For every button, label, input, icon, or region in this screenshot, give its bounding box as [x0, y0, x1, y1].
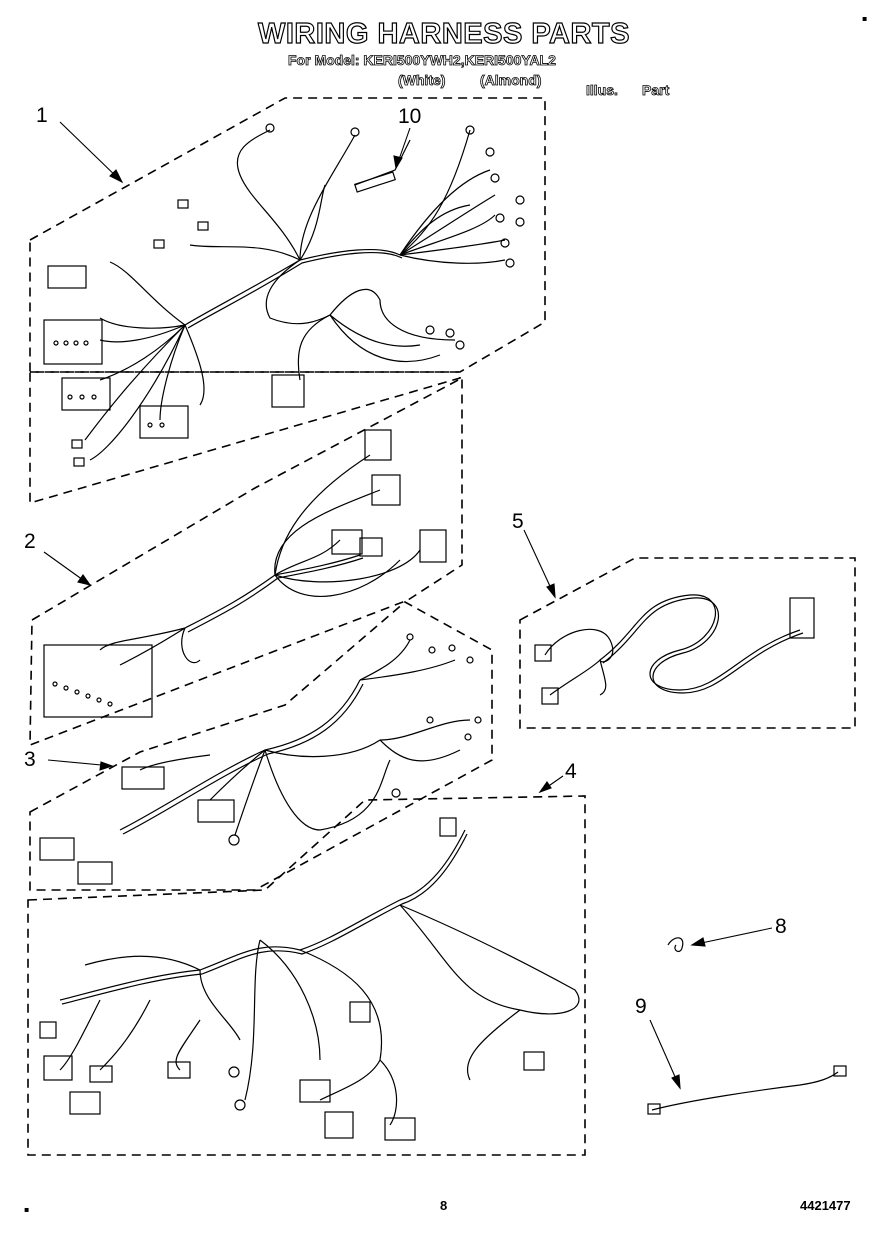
harness-1-outline-lower [29, 371, 461, 505]
harness-1-outline [29, 97, 546, 373]
callout-5: 5 [512, 510, 524, 533]
leader-lines [43, 121, 773, 1090]
harness-1 [43, 123, 525, 467]
ground-wire [651, 1071, 839, 1111]
callout-2: 2 [24, 530, 36, 553]
corner-mark: ▪ [862, 14, 868, 23]
callout-1: 1 [36, 104, 48, 127]
clip-part [667, 937, 684, 953]
page-title: WIRING HARNESS PARTS [257, 17, 630, 50]
group-outlines [27, 97, 856, 1156]
model-line: For Model: KERI500YWH2,KERI500YAL2 [288, 52, 557, 69]
column-header-part: Part [642, 82, 670, 99]
callout-4: 4 [565, 760, 577, 783]
harness-2 [43, 429, 447, 718]
corner-mark: ▪ [24, 1205, 30, 1214]
column-header-illus: Illus. [586, 82, 619, 99]
callout-8: 8 [775, 915, 787, 938]
callout-10: 10 [398, 105, 422, 128]
harness-5 [534, 594, 815, 705]
color-white-label: (White) [398, 72, 446, 89]
harness-4-outline [27, 795, 586, 1156]
harness-5-outline [519, 557, 856, 729]
callout-3: 3 [24, 748, 36, 771]
document-number: 4421477 [800, 1198, 851, 1213]
page-number: 8 [440, 1198, 448, 1213]
harness-3-outline [29, 601, 493, 891]
harness-3 [39, 633, 482, 885]
callout-9: 9 [635, 995, 647, 1018]
color-almond-label: (Almond) [480, 72, 542, 89]
items-8-9 [647, 937, 847, 1115]
harness-2-outline [29, 376, 463, 747]
harness-4 [39, 817, 580, 1141]
